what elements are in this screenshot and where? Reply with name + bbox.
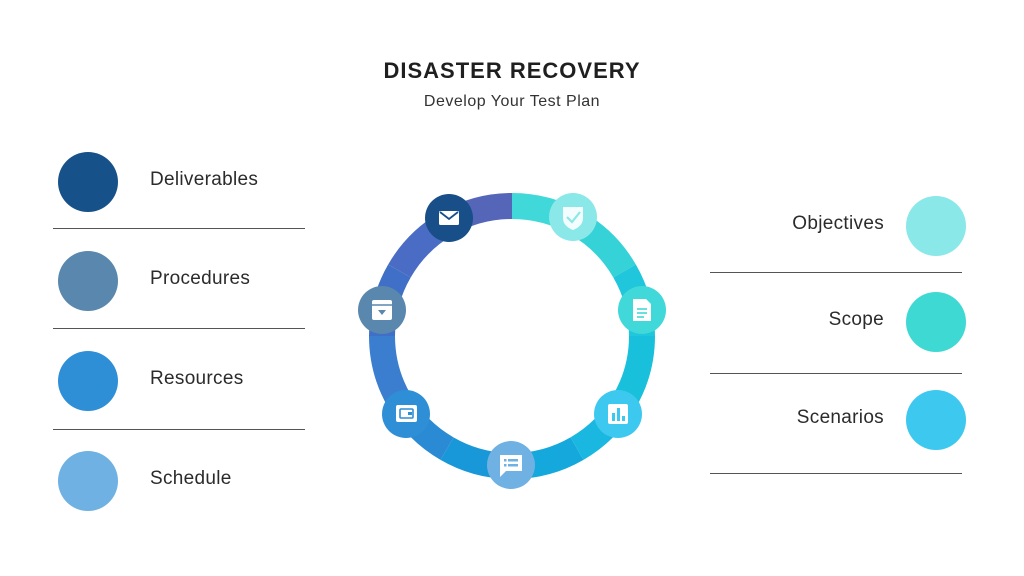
scenarios-dot [906,390,966,450]
divider [53,228,305,229]
shield-node [549,193,597,241]
divider [710,373,962,374]
item-deliverables: Deliverables [58,152,318,212]
archive-box-icon [372,300,392,320]
wallet-node [382,390,430,438]
objectives-dot [906,196,966,256]
scope-label: Scope [828,309,884,330]
chat-node [487,441,535,489]
schedule-dot [58,451,118,511]
wallet-icon [396,405,417,422]
item-schedule: Schedule [58,451,318,511]
item-objectives: Objectives [706,196,966,256]
ring-segment [613,335,655,408]
procedures-dot [58,251,118,311]
resources-label: Resources [150,368,244,389]
cycle-wheel [358,193,666,489]
deliverables-dot [58,152,118,212]
bar-chart-icon [608,404,628,424]
divider [710,272,962,273]
divider [710,473,962,474]
objectives-label: Objectives [792,213,884,234]
item-scenarios: Scenarios [706,390,966,450]
schedule-label: Schedule [150,468,232,489]
mail-icon [439,211,459,225]
item-resources: Resources [58,351,318,411]
item-scope: Scope [706,292,966,352]
shield-check-icon [563,207,583,230]
archive-node [358,286,406,334]
item-procedures: Procedures [58,251,318,311]
mail-node [425,194,473,242]
page-title: DISASTER RECOVERY [383,58,641,83]
document-node [618,286,666,334]
procedures-label: Procedures [150,268,251,289]
resources-dot [58,351,118,411]
chat-list-icon [500,455,522,477]
ring-segment [369,335,411,408]
bar-chart-node [594,390,642,438]
deliverables-label: Deliverables [150,169,259,190]
scope-dot [906,292,966,352]
document-icon [633,299,651,321]
divider [53,328,305,329]
page-subtitle: Develop Your Test Plan [423,93,601,110]
divider [53,429,305,430]
scenarios-label: Scenarios [796,407,884,428]
